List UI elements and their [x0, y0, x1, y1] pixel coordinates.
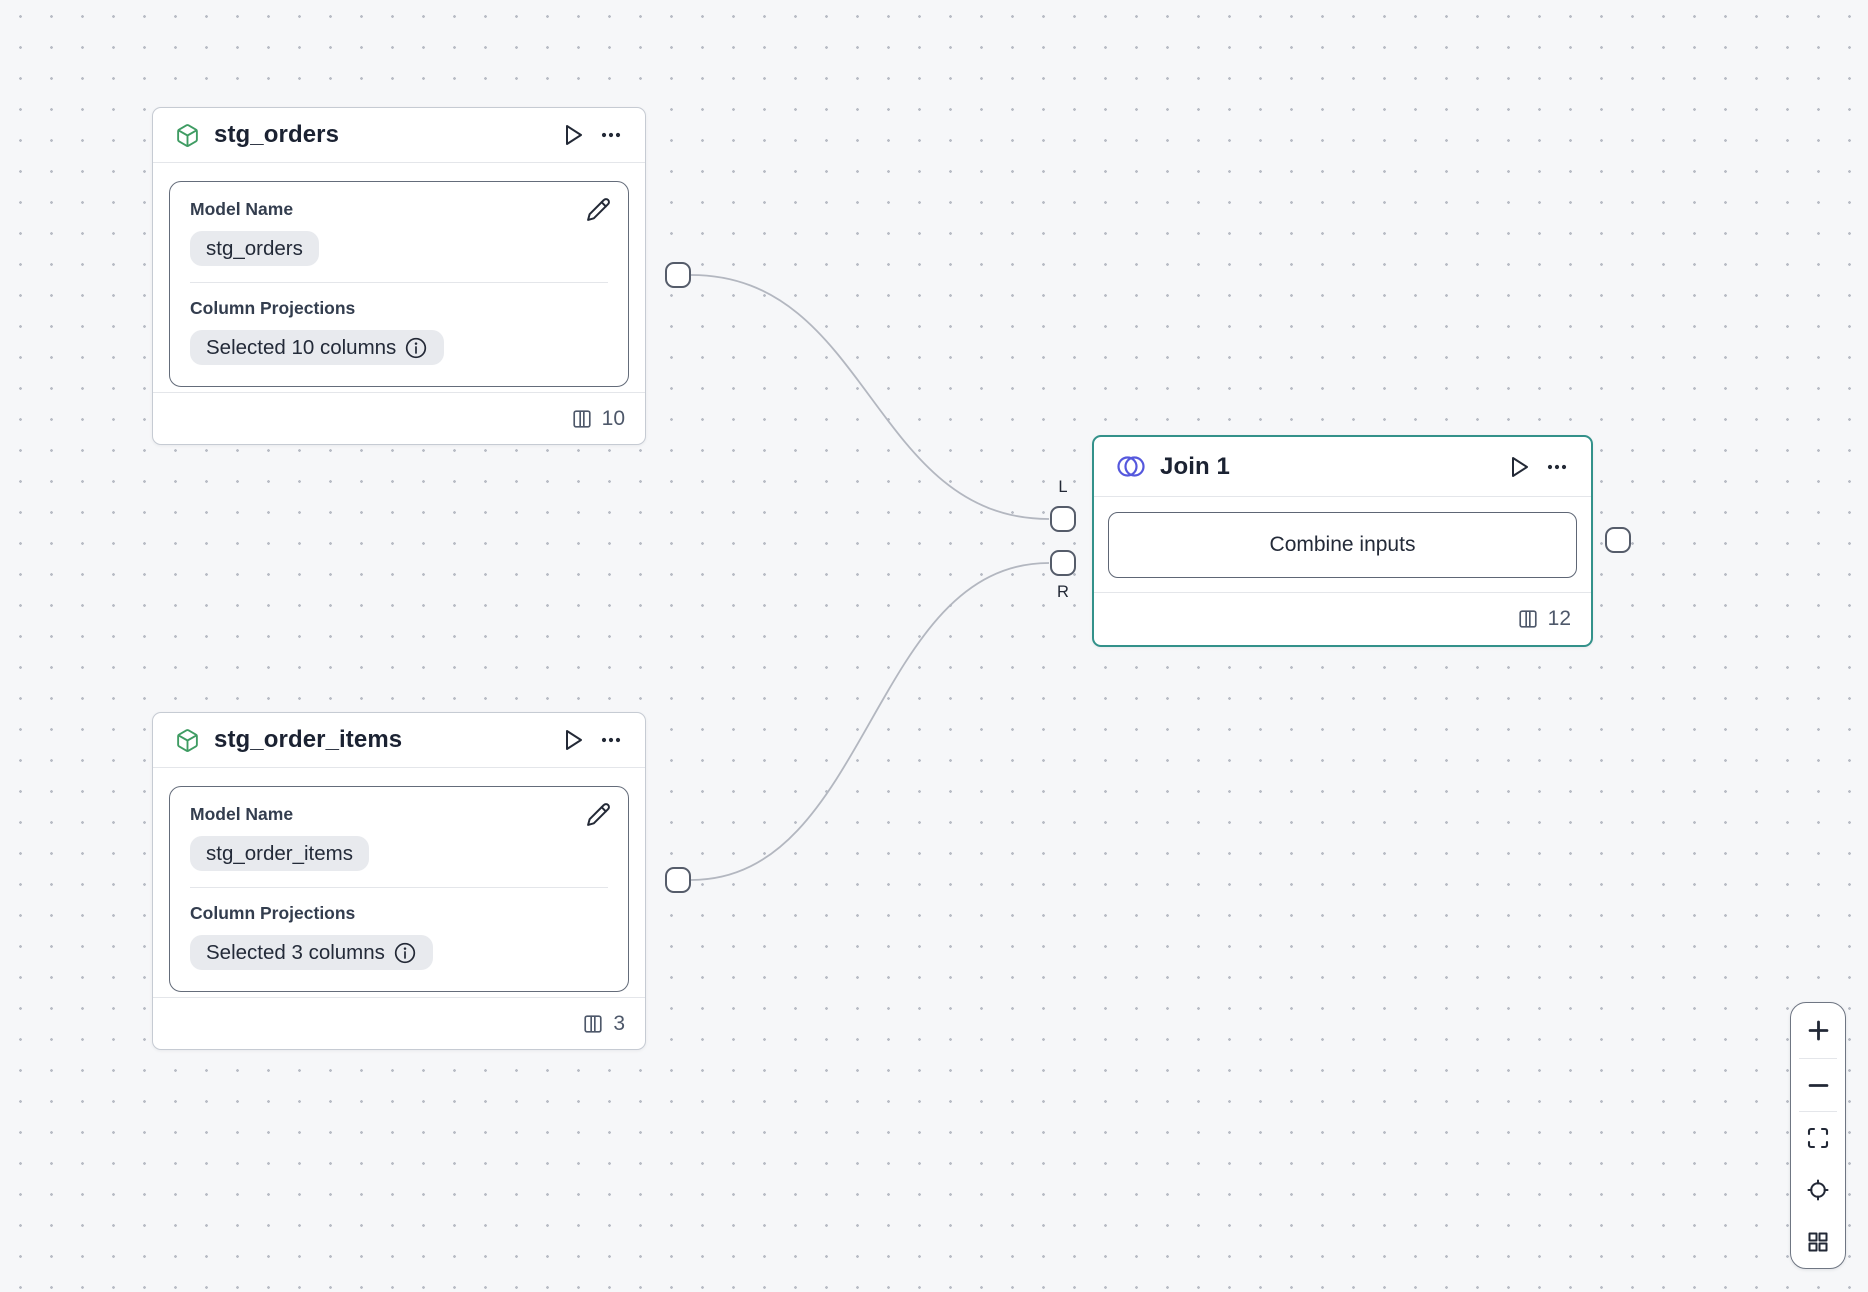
- node-stg-order-items[interactable]: stg_order_items Model Name stg_order_ite…: [152, 712, 646, 1050]
- ellipsis-icon: [601, 737, 621, 743]
- output-handle-join-1[interactable]: [1605, 527, 1631, 553]
- node-menu-button[interactable]: [599, 123, 623, 147]
- column-projections-label: Column Projections: [190, 903, 356, 923]
- model-name-value: stg_orders: [190, 231, 319, 266]
- node-body: Model Name stg_order_items Column Projec…: [153, 768, 645, 997]
- join-right-input-label: R: [1057, 583, 1069, 601]
- node-title: stg_orders: [214, 121, 340, 148]
- combine-inputs-button[interactable]: Combine inputs: [1108, 511, 1577, 578]
- pencil-icon: [587, 198, 610, 221]
- edit-model-button[interactable]: [586, 802, 611, 827]
- node-join-1[interactable]: Join 1 Combine inputs 12: [1092, 435, 1593, 647]
- minus-icon: [1808, 1083, 1828, 1087]
- node-footer: 3: [153, 997, 645, 1049]
- column-projections-value: Selected 10 columns: [190, 330, 445, 365]
- locate-button[interactable]: [1791, 1164, 1845, 1216]
- box-icon: [175, 728, 200, 753]
- info-circle-icon[interactable]: [393, 941, 417, 965]
- plus-icon: [1808, 1020, 1828, 1041]
- edge-stg-orders-to-join-left[interactable]: [690, 274, 1050, 520]
- grid-icon: [1808, 1232, 1828, 1252]
- run-node-button[interactable]: [1507, 455, 1531, 479]
- output-handle-stg-order-items[interactable]: [665, 867, 691, 893]
- column-count: 12: [1547, 607, 1571, 630]
- model-name-value: stg_order_items: [190, 836, 369, 871]
- column-count: 3: [613, 1011, 625, 1035]
- box-icon: [175, 123, 200, 148]
- zoom-out-button[interactable]: [1791, 1059, 1845, 1111]
- node-title: Join 1: [1160, 452, 1230, 480]
- columns-icon: [584, 1014, 602, 1033]
- run-node-button[interactable]: [561, 728, 585, 752]
- model-name-label: Model Name: [190, 804, 294, 824]
- node-menu-button[interactable]: [1545, 455, 1569, 479]
- venn-join-icon: [1116, 454, 1146, 479]
- output-handle-stg-orders[interactable]: [665, 262, 691, 288]
- join-left-input-handle[interactable]: [1050, 506, 1076, 532]
- node-stg-orders[interactable]: stg_orders Model Name stg_orders Column …: [152, 107, 646, 445]
- node-config-card: Model Name stg_order_items Column Projec…: [169, 786, 629, 992]
- node-header: Join 1: [1094, 437, 1591, 497]
- column-projections-value: Selected 3 columns: [190, 935, 433, 970]
- divider: [1799, 1058, 1837, 1059]
- column-count: 10: [601, 406, 625, 430]
- play-icon: [566, 730, 582, 750]
- run-node-button[interactable]: [561, 123, 585, 147]
- columns-icon: [573, 409, 591, 428]
- locate-icon: [1807, 1179, 1829, 1201]
- node-menu-button[interactable]: [599, 728, 623, 752]
- node-header: stg_orders: [153, 108, 645, 163]
- overview-grid-button[interactable]: [1791, 1216, 1845, 1268]
- play-icon: [566, 125, 582, 145]
- canvas-controls: [1790, 1002, 1846, 1269]
- info-circle-icon[interactable]: [404, 336, 428, 360]
- node-header: stg_order_items: [153, 713, 645, 768]
- node-title: stg_order_items: [214, 726, 403, 753]
- node-body: Model Name stg_orders Column Projections…: [153, 163, 645, 392]
- edge-stg-order-items-to-join-right[interactable]: [690, 562, 1050, 881]
- divider: [190, 282, 608, 283]
- node-footer: 10: [153, 392, 645, 444]
- node-config-card: Model Name stg_orders Column Projections…: [169, 181, 629, 387]
- ellipsis-icon: [1547, 464, 1567, 469]
- join-right-input-handle[interactable]: [1050, 550, 1076, 576]
- maximize-icon: [1807, 1127, 1829, 1149]
- divider: [190, 887, 608, 888]
- play-icon: [1512, 456, 1528, 477]
- fit-view-button[interactable]: [1791, 1112, 1845, 1164]
- divider: [1799, 1111, 1837, 1112]
- column-projections-label: Column Projections: [190, 298, 356, 318]
- columns-icon: [1519, 610, 1537, 628]
- zoom-in-button[interactable]: [1791, 1003, 1845, 1058]
- edit-model-button[interactable]: [586, 197, 611, 222]
- join-left-input-label: L: [1058, 478, 1068, 496]
- ellipsis-icon: [601, 132, 621, 138]
- pencil-icon: [587, 803, 610, 826]
- node-body: Combine inputs: [1094, 497, 1591, 592]
- model-name-label: Model Name: [190, 199, 294, 219]
- node-footer: 12: [1094, 592, 1591, 645]
